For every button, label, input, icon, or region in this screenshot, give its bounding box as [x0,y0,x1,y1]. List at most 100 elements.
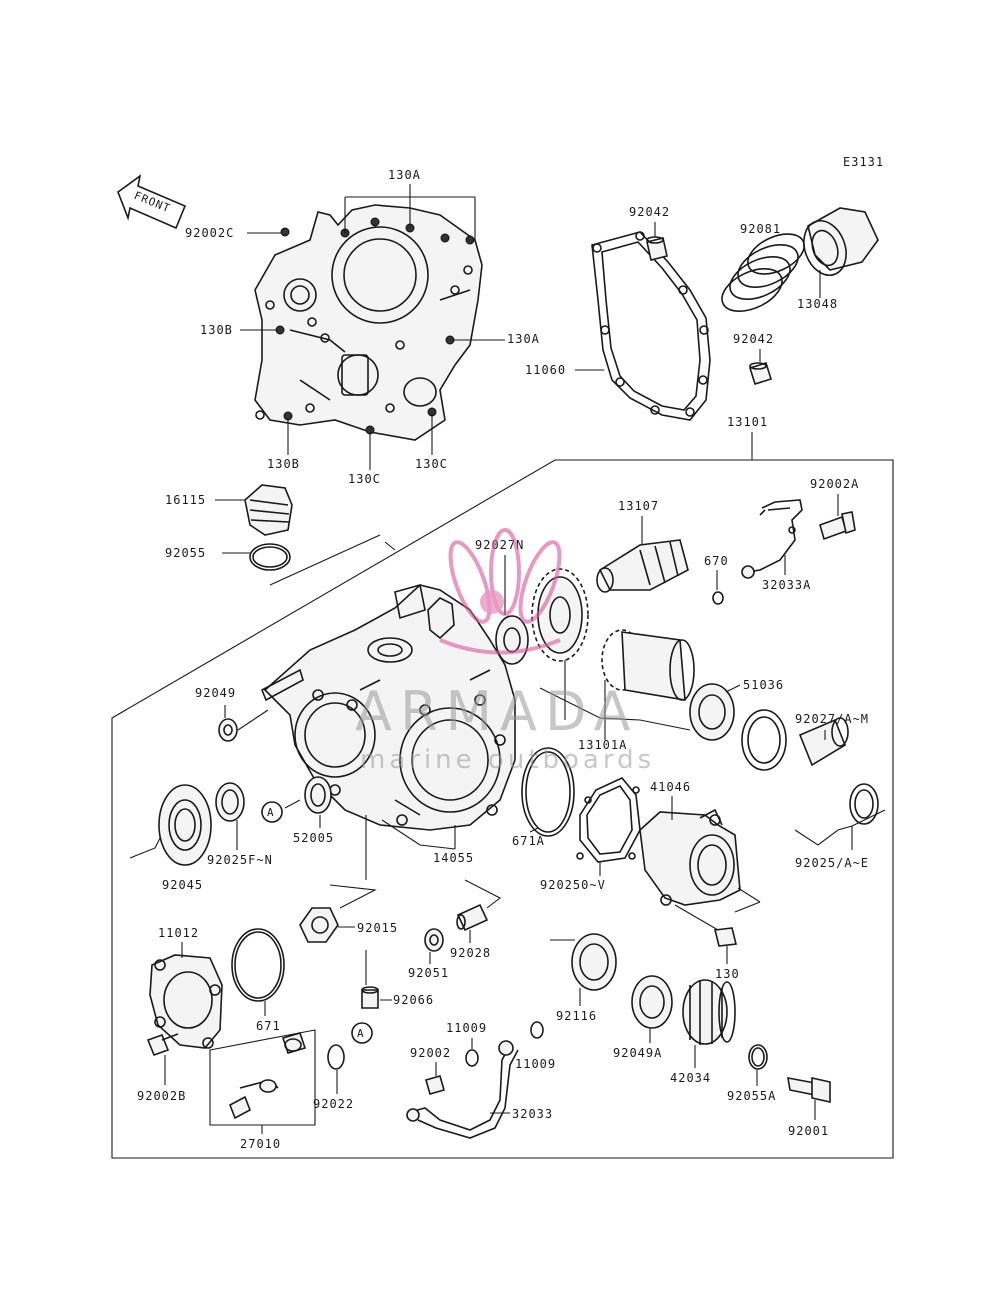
bearing-housing-41046 [639,808,741,906]
dowel-92066 [361,986,379,1009]
o-ring-671 [231,928,285,1002]
watermark-brand: ARMADA [355,680,639,743]
label-11009-b: 11009 [515,1057,556,1071]
label-130A-right: 130A [507,332,540,346]
dowel-92028 [456,903,489,932]
label-92042-bottom: 92042 [733,332,774,346]
label-92025F-N: 92025F~N [207,853,273,867]
label-42034: 42034 [670,1071,711,1085]
label-671: 671 [256,1019,281,1033]
label-92027A-M: 92027/A~M [795,712,869,726]
gasket-920250 [576,777,641,863]
bearing-92045 [158,784,212,866]
label-92025A-E: 92025/A~E [795,856,869,870]
washer-11009-a [465,1049,479,1067]
label-52005: 52005 [293,831,334,845]
bolt-92001 [787,1077,831,1103]
bracket-32033A [741,499,803,579]
diagram-ref-code: E3131 [843,155,884,169]
label-92002: 92002 [410,1046,451,1060]
bolt-92002A [819,511,856,541]
label-11012: 11012 [158,926,199,940]
upper-case-cover [254,204,483,441]
label-92081: 92081 [740,222,781,236]
label-130B-left: 130B [200,323,233,337]
o-ring-671A [521,747,575,837]
sprocket-42034 [682,979,736,1045]
label-130: 130 [715,967,740,981]
label-92002A: 92002A [810,477,859,491]
bearing-92116 [571,933,617,991]
assembly-frame [111,459,894,1159]
shaft-13107 [596,539,689,593]
bracket-32033 [406,1040,519,1139]
bolt-92002B [146,1033,179,1057]
watermark-tagline: marine outboards [360,745,655,775]
bolt-130 [714,927,737,947]
dowel-pin-bottom [748,361,773,386]
shim-92027A [741,709,787,771]
seal-92025F [215,782,245,822]
washer-11009-b [530,1021,544,1039]
label-92027N: 92027N [475,538,524,552]
label-11060: 11060 [525,363,566,377]
bearing-51036 [689,683,735,741]
label-32033A: 32033A [762,578,811,592]
label-11009-a: 11009 [446,1021,487,1035]
watermark-logo [439,528,562,655]
label-92002B: 92002B [137,1089,186,1103]
label-13101: 13101 [727,415,768,429]
bolt-92002 [425,1075,445,1095]
label-92049A: 92049A [613,1046,662,1060]
label-130B-bottom: 130B [267,457,300,471]
o-ring-92055A [748,1044,768,1070]
label-92116: 92116 [556,1009,597,1023]
label-41046: 41046 [650,780,691,794]
ring-92022 [327,1044,345,1070]
label-92001: 92001 [788,1124,829,1138]
gasket-11060 [591,231,711,421]
label-130A-top: 130A [388,168,421,182]
label-92028: 92028 [450,946,491,960]
label-27010: 27010 [240,1137,281,1151]
cover-11012 [149,954,223,1049]
label-92045: 92045 [162,878,203,892]
label-14055: 14055 [433,851,474,865]
ref-circle-A-left [261,801,283,823]
label-92066: 92066 [393,993,434,1007]
sensor-27010 [228,1032,307,1120]
label-130C-mid: 130C [348,472,381,486]
o-ring-92055 [249,543,291,571]
seal-92049A [631,975,673,1029]
label-32033: 32033 [512,1107,553,1121]
label-92049: 92049 [195,686,236,700]
label-51036: 51036 [743,678,784,692]
seal-92025A [849,783,879,825]
label-92002C: 92002C [185,226,234,240]
bearing-92027N [495,615,529,665]
seal-52005 [304,776,332,814]
label-92042-top: 92042 [629,205,670,219]
label-13048: 13048 [797,297,838,311]
ref-A-right: A [357,1027,365,1040]
sleeve-92027A [798,717,849,767]
label-130C-right: 130C [415,457,448,471]
group-box-27010 [209,1029,316,1126]
front-arrow-icon [117,174,187,230]
label-92015: 92015 [357,921,398,935]
washer-92051 [424,928,444,952]
label-671A: 671A [512,834,545,848]
ring-670 [712,591,724,605]
filler-cap-16115 [244,484,293,536]
label-670: 670 [704,554,729,568]
label-920250-V: 920250~V [540,878,606,892]
label-92055: 92055 [165,546,206,560]
ref-A-left: A [267,806,275,819]
ref-circle-A-right [351,1022,373,1044]
label-13101A: 13101A [578,738,627,752]
seal-92049 [218,718,238,742]
nut-92015 [299,907,339,943]
dowel-pin-top [646,236,668,261]
coupling-13048 [803,207,879,276]
